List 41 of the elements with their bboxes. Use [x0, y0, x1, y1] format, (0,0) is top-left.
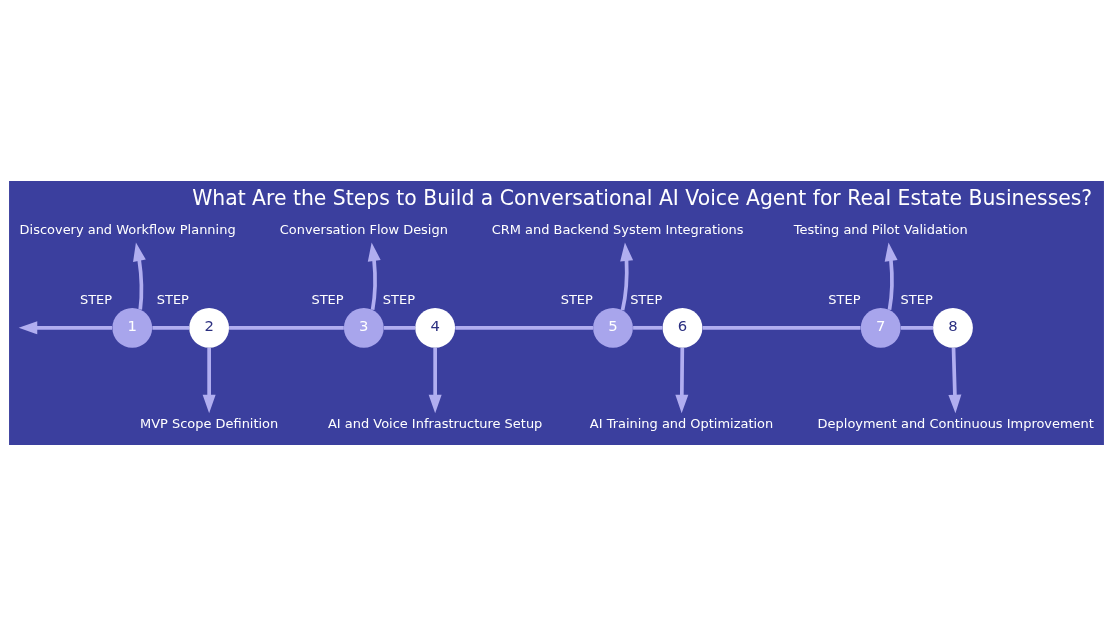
- connector: [455, 325, 593, 330]
- arrow: [428, 347, 442, 414]
- node-text: Testing and Pilot Validation: [793, 222, 968, 238]
- arrow: [133, 242, 146, 310]
- node-circle: 6: [662, 307, 703, 348]
- node-label: STEP: [382, 292, 415, 308]
- node-label: STEP: [79, 292, 113, 308]
- connector: [152, 325, 190, 330]
- node-label: STEP: [311, 292, 344, 308]
- connector: [900, 325, 933, 330]
- node-circle: 5: [593, 307, 633, 348]
- arrow: [18, 321, 112, 335]
- arrow: [948, 347, 962, 414]
- node-circle: 4: [415, 307, 456, 348]
- node-circle: 7: [860, 307, 901, 348]
- node-circle: 1: [112, 307, 153, 348]
- diagram-title: What Are the Steps to Build a Conversational AI Voice Agent for Real Estate Businesses?: [192, 185, 1093, 210]
- node-text: CRM and Backend System Integrations: [491, 222, 744, 238]
- node-circle: 2: [189, 307, 230, 348]
- node-label: STEP: [156, 292, 189, 308]
- node-text: MVP Scope Definition: [139, 416, 279, 432]
- node-label: STEP: [900, 292, 933, 308]
- node-text: AI Training and Optimization: [589, 416, 774, 432]
- node-label: STEP: [630, 292, 663, 308]
- node-label: STEP: [828, 292, 861, 308]
- node-label: STEP: [560, 292, 593, 308]
- node-circle: 8: [933, 307, 973, 348]
- connector: [383, 325, 416, 330]
- connector: [702, 325, 861, 330]
- arrow: [367, 242, 381, 311]
- node-text: Deployment and Continuous Improvement: [817, 416, 1094, 432]
- node-circle: 3: [343, 307, 384, 348]
- node-text: Conversation Flow Design: [279, 222, 448, 238]
- connector: [229, 325, 344, 330]
- connector: [633, 325, 663, 330]
- arrow: [675, 347, 689, 414]
- arrow: [202, 347, 216, 414]
- arrow: [884, 242, 898, 311]
- node-text: AI and Voice Infrastructure Setup: [327, 416, 543, 432]
- node-text: Discovery and Workflow Planning: [19, 222, 236, 238]
- arrow: [620, 242, 634, 311]
